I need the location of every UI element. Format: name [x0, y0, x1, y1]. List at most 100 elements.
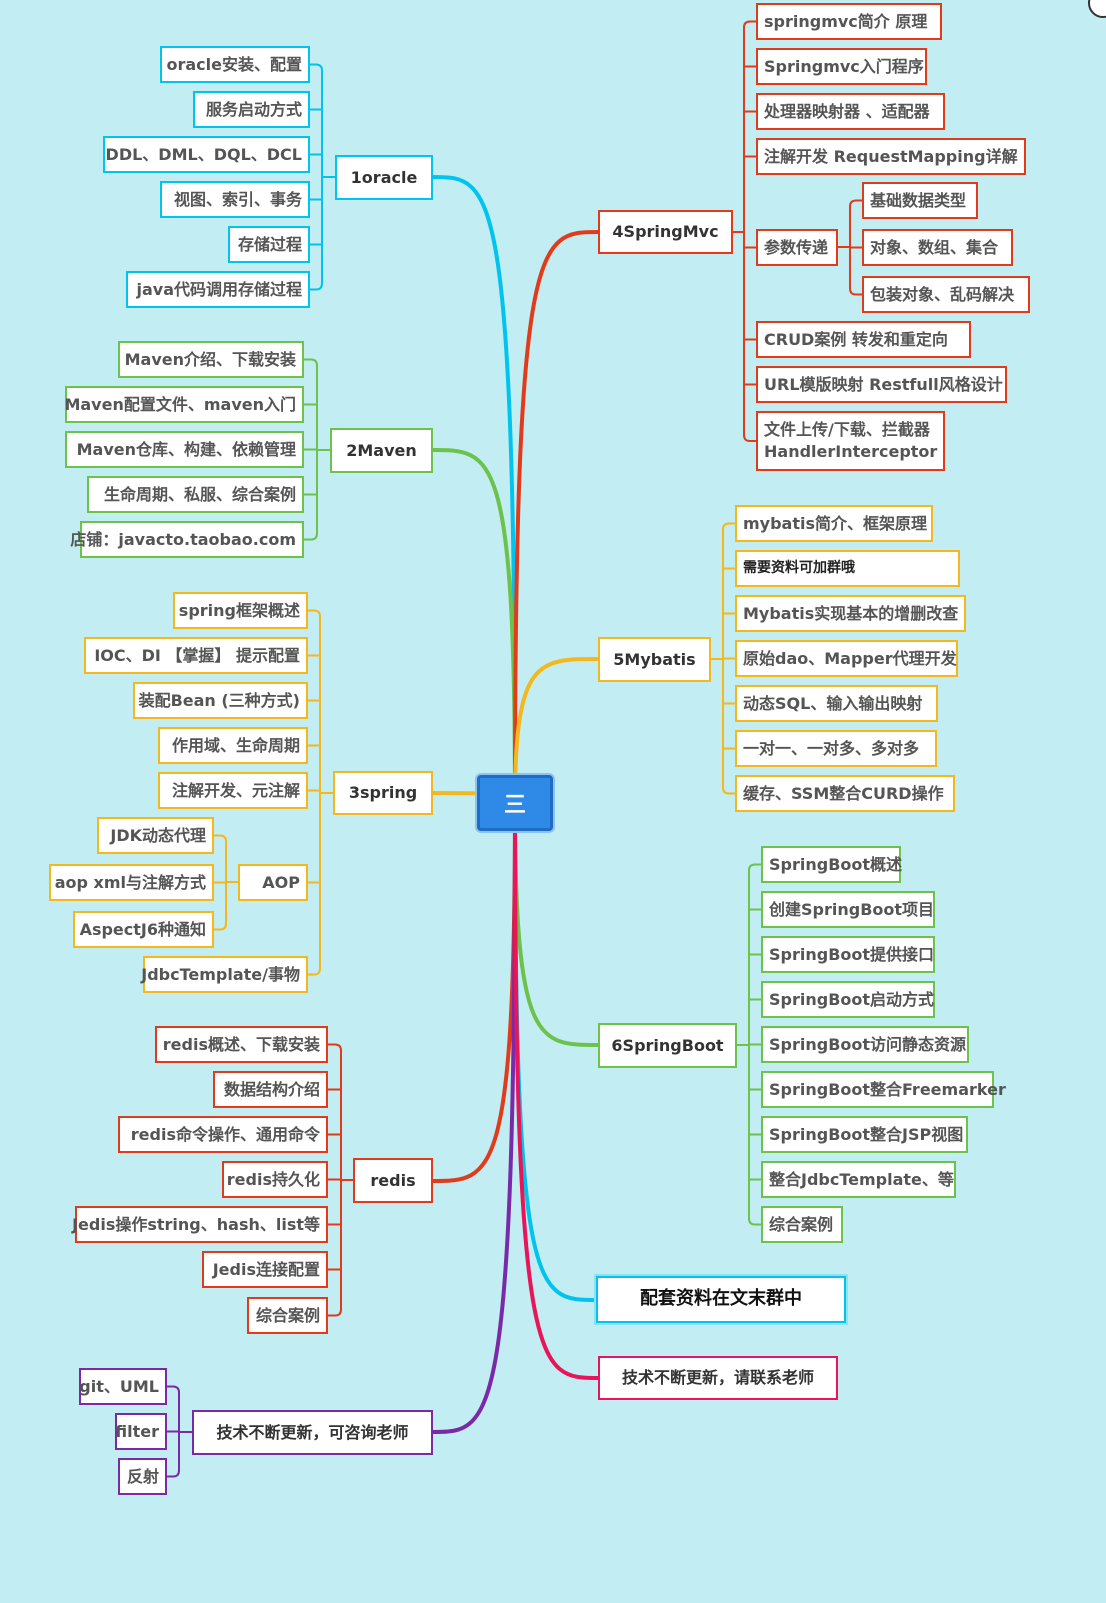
- springmvc-item-3[interactable]: 处理器映射器 、适配器: [756, 93, 945, 130]
- maven-item-2[interactable]: Maven配置文件、maven入门: [64, 386, 304, 423]
- branch-springmvc[interactable]: 4SpringMvc: [598, 210, 733, 254]
- redis-item-7[interactable]: 综合案例: [247, 1297, 328, 1334]
- springmvc-item-4[interactable]: 注解开发 RequestMapping详解: [756, 138, 1026, 175]
- branch-oracle[interactable]: 1oracle: [335, 155, 433, 200]
- spring-item-4[interactable]: 作用域、生命周期: [158, 727, 308, 764]
- maven-item-4[interactable]: 生命周期、私服、综合案例: [87, 476, 304, 513]
- springboot-item-6[interactable]: SpringBoot整合Freemarker: [761, 1071, 1006, 1108]
- mybatis-item-6-label: 一对一、一对多、多对多: [743, 738, 920, 758]
- aop-item-1[interactable]: JDK动态代理: [97, 817, 214, 854]
- mybatis-item-2[interactable]: 需要资料可加群哦: [735, 550, 960, 587]
- maven-bracket-link-0: [303, 358, 318, 367]
- springboot-item-1[interactable]: SpringBoot概述: [761, 846, 903, 883]
- branch-mybatis-curve: [513, 657, 600, 805]
- param-item-3-label: 包装对象、乱码解决: [870, 284, 1015, 304]
- redis-bracket-link-6: [327, 1308, 342, 1317]
- springboot-item-8[interactable]: 整合JdbcTemplate、等: [761, 1161, 956, 1198]
- redis-item-6[interactable]: Jedis连接配置: [202, 1251, 328, 1288]
- mybatis-item-4[interactable]: 原始dao、Mapper代理开发: [735, 640, 958, 677]
- springmvc-item-2[interactable]: Springmvc入门程序: [756, 48, 927, 85]
- mybatis-bracket-link-0: [722, 522, 736, 531]
- springmvc-bracket-link-7: [743, 434, 757, 442]
- springmvc-item-5[interactable]: 参数传递: [756, 229, 838, 266]
- springmvc-item-6[interactable]: CRUD案例 转发和重定向: [756, 321, 971, 358]
- branch-maven[interactable]: 2Maven: [330, 428, 433, 473]
- springboot-item-7[interactable]: SpringBoot整合JSP视图: [761, 1116, 968, 1153]
- redis-item-4[interactable]: redis持久化: [222, 1161, 328, 1198]
- redis-item-2[interactable]: 数据结构介绍: [213, 1071, 328, 1108]
- maven-item-3[interactable]: Maven仓库、构建、依赖管理: [65, 431, 304, 468]
- springmvc-item-8-label: 文件上传/下载、拦截器 HandlerInterceptor: [764, 420, 938, 461]
- param-item-1-label: 基础数据类型: [870, 190, 967, 210]
- springboot-item-3[interactable]: SpringBoot提供接口: [761, 936, 935, 973]
- branch-oracle-label: 1oracle: [350, 167, 418, 187]
- tech-item-2[interactable]: filter: [115, 1413, 167, 1450]
- branch-maven-label: 2Maven: [346, 440, 417, 460]
- oracle-item-4[interactable]: 视图、索引、事务: [160, 181, 310, 218]
- springmvc-item-8[interactable]: 文件上传/下载、拦截器 HandlerInterceptor: [756, 411, 945, 471]
- oracle-item-6[interactable]: java代码调用存储过程: [126, 271, 310, 308]
- maven-item-3-label: Maven仓库、构建、依赖管理: [76, 439, 296, 459]
- tech-item-1[interactable]: git、UML: [79, 1368, 167, 1405]
- branch-promo[interactable]: 配套资料在文末群中: [596, 1276, 846, 1323]
- springboot-bracket-link-8: [748, 1217, 762, 1226]
- spring-item-7[interactable]: JdbcTemplate/事物: [141, 956, 308, 993]
- mybatis-item-5[interactable]: 动态SQL、输入输出映射: [735, 685, 938, 722]
- springboot-item-5[interactable]: SpringBoot访问静态资源: [761, 1026, 969, 1063]
- aop-bracket-link-0: [213, 834, 227, 843]
- oracle-item-1[interactable]: oracle安装、配置: [160, 46, 310, 83]
- aop-item-2[interactable]: aop xml与注解方式: [49, 864, 214, 901]
- aop-item-3[interactable]: AspectJ6种通知: [73, 911, 214, 948]
- spring-item-6[interactable]: AOP: [238, 864, 308, 901]
- spring-item-3-label: 装配Bean (三种方式): [138, 690, 300, 710]
- branch-mybatis[interactable]: 5Mybatis: [598, 637, 711, 682]
- springboot-item-9[interactable]: 综合案例: [761, 1206, 843, 1243]
- oracle-item-5[interactable]: 存储过程: [228, 226, 310, 263]
- root-node[interactable]: 三: [477, 775, 553, 831]
- aop-item-2-label: aop xml与注解方式: [54, 872, 206, 892]
- oracle-item-2[interactable]: 服务启动方式: [193, 91, 310, 128]
- spring-item-3[interactable]: 装配Bean (三种方式): [133, 682, 308, 719]
- redis-item-1-label: redis概述、下载安装: [162, 1034, 320, 1054]
- tech-bracket-link-2: [166, 1469, 180, 1478]
- spring-item-1[interactable]: spring框架概述: [173, 592, 308, 629]
- springmvc-item-1-label: springmvc简介 原理: [764, 11, 928, 31]
- springboot-item-4[interactable]: SpringBoot启动方式: [761, 981, 935, 1018]
- param-item-1[interactable]: 基础数据类型: [862, 182, 978, 219]
- spring-item-7-label: JdbcTemplate/事物: [141, 964, 300, 984]
- mybatis-item-6[interactable]: 一对一、一对多、多对多: [735, 730, 937, 767]
- oracle-item-1-label: oracle安装、配置: [166, 54, 302, 74]
- maven-item-1[interactable]: Maven介绍、下载安装: [118, 341, 304, 378]
- springboot-item-3-label: SpringBoot提供接口: [769, 944, 935, 964]
- redis-item-1[interactable]: redis概述、下载安装: [155, 1026, 328, 1063]
- branch-spring[interactable]: 3spring: [333, 771, 433, 815]
- oracle-item-3[interactable]: DDL、DML、DQL、DCL: [103, 136, 310, 173]
- mybatis-item-7[interactable]: 缓存、SSM整合CURD操作: [735, 775, 955, 812]
- redis-bracket-link-0: [327, 1043, 342, 1052]
- param-item-2[interactable]: 对象、数组、集合: [862, 229, 1013, 266]
- spring-item-5[interactable]: 注解开发、元注解: [158, 772, 308, 809]
- springmvc-item-1[interactable]: springmvc简介 原理: [756, 3, 942, 40]
- spring-item-2[interactable]: IOC、DI 【掌握】 提示配置: [84, 637, 308, 674]
- redis-item-5[interactable]: Jedis操作string、hash、list等: [72, 1206, 328, 1243]
- mybatis-item-3[interactable]: Mybatis实现基本的增删改查: [735, 595, 966, 632]
- springmvc-item-7[interactable]: URL模版映射 Restfull风格设计: [756, 366, 1007, 403]
- branch-mybatis-label: 5Mybatis: [613, 649, 696, 669]
- tech-item-3[interactable]: 反射: [118, 1458, 167, 1495]
- branch-update[interactable]: 技术不断更新，请联系老师: [598, 1356, 838, 1400]
- param-item-3[interactable]: 包装对象、乱码解决: [862, 276, 1030, 313]
- redis-item-3[interactable]: redis命令操作、通用命令: [118, 1116, 328, 1153]
- mybatis-item-1[interactable]: mybatis简介、框架原理: [735, 505, 933, 542]
- springboot-item-8-label: 整合JdbcTemplate、等: [769, 1169, 954, 1189]
- springmvc-item-2-label: Springmvc入门程序: [764, 56, 924, 76]
- branch-tech[interactable]: 技术不断更新，可咨询老师: [192, 1410, 433, 1455]
- springboot-bracket-link-0: [748, 863, 762, 872]
- branch-springboot[interactable]: 6SpringBoot: [598, 1023, 737, 1068]
- maven-item-5[interactable]: 店铺：javacto.taobao.com: [70, 521, 304, 558]
- branch-redis[interactable]: redis: [353, 1158, 433, 1203]
- springmvc-item-6-label: CRUD案例 转发和重定向: [764, 329, 948, 349]
- springboot-item-2[interactable]: 创建SpringBoot项目: [761, 891, 935, 928]
- springboot-item-1-label: SpringBoot概述: [769, 854, 903, 874]
- oracle-item-2-label: 服务启动方式: [205, 99, 302, 119]
- springboot-item-5-label: SpringBoot访问静态资源: [769, 1034, 967, 1054]
